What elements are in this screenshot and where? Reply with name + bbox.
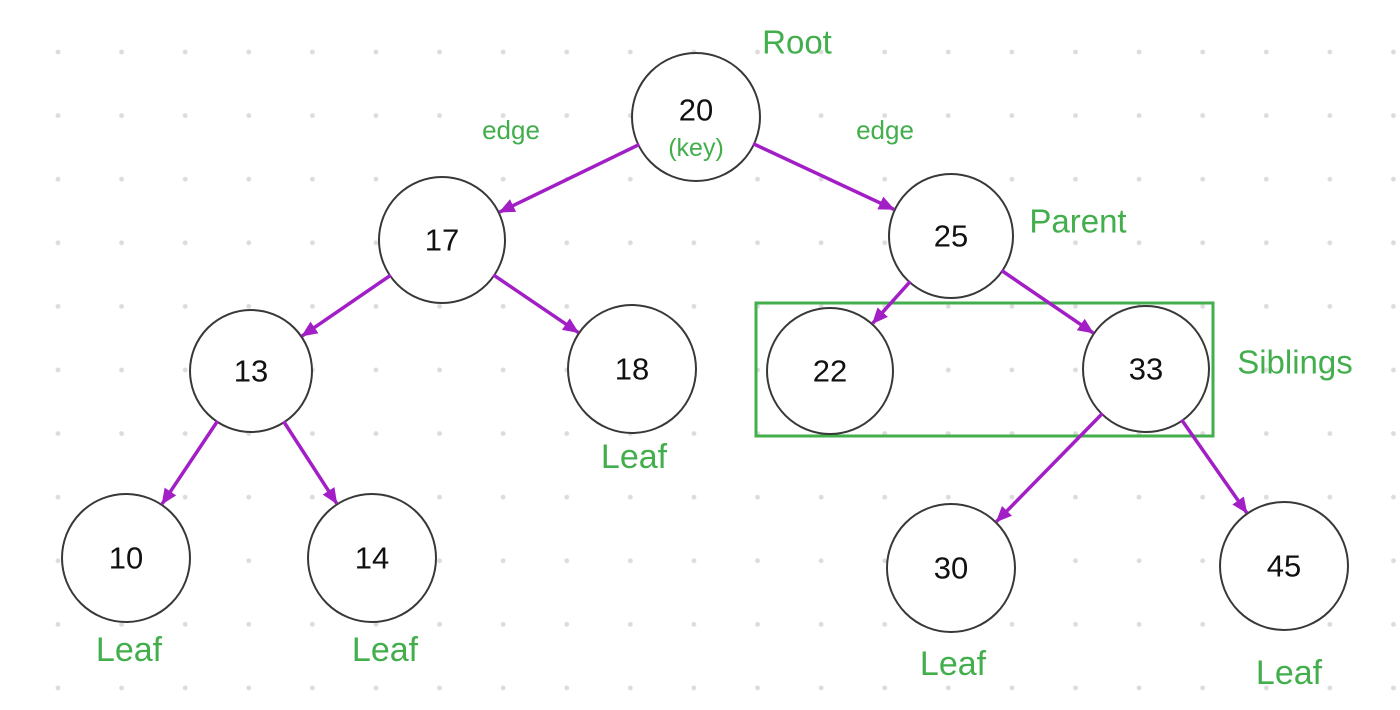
node-value-20: 20	[679, 93, 713, 128]
leaf-label-14: Leaf	[352, 631, 419, 669]
node-value-25: 25	[934, 219, 968, 254]
node-circle-10	[61, 493, 191, 623]
tree-node-45: 45	[1219, 501, 1349, 631]
node-circle-17	[378, 176, 506, 304]
node-circle-20	[631, 52, 761, 182]
tree-edge-17-13	[301, 273, 392, 338]
tree-edge-20-17	[498, 142, 641, 214]
node-circle-18	[567, 304, 697, 434]
tree-edge-13-14	[282, 420, 339, 505]
leaf-label-10: Leaf	[96, 631, 163, 669]
tree-node-25: 25	[888, 173, 1014, 299]
node-circle-33	[1082, 305, 1210, 433]
leaf-label-18: Leaf	[601, 438, 668, 476]
node-value-10: 10	[109, 541, 143, 576]
parent-label: Parent	[1029, 203, 1126, 240]
node-circle-13	[189, 309, 313, 433]
tree-edge-20-25	[752, 142, 895, 211]
node-value-22: 22	[813, 354, 847, 389]
tree-node-17: 17	[378, 176, 506, 304]
tree-node-18: 18	[567, 304, 697, 434]
node-value-33: 33	[1129, 352, 1163, 387]
edge-label-right: edge	[856, 115, 914, 145]
node-value-18: 18	[615, 352, 649, 387]
tree-node-30: 30	[886, 503, 1016, 633]
node-circle-30	[886, 503, 1016, 633]
siblings-label: Siblings	[1237, 344, 1353, 381]
node-value-45: 45	[1267, 549, 1301, 584]
tree-node-33: 33	[1082, 305, 1210, 433]
tree-node-13: 13	[189, 309, 313, 433]
tree-node-10: 10	[61, 493, 191, 623]
tree-edge-13-10	[160, 419, 220, 505]
node-value-13: 13	[234, 354, 268, 389]
tree-node-22: 22	[766, 307, 894, 435]
siblings-box	[754, 301, 1215, 438]
edge-label-left: edge	[482, 115, 540, 145]
node-circle-25	[888, 173, 1014, 299]
root-label: Root	[762, 24, 832, 61]
tree-node-14: 14	[307, 493, 437, 623]
node-value-17: 17	[425, 223, 459, 258]
node-value-30: 30	[934, 551, 968, 586]
leaf-label-30: Leaf	[920, 645, 987, 683]
node-sublabel-20: (key)	[668, 134, 724, 162]
node-circle-22	[766, 307, 894, 435]
node-circle-45	[1219, 501, 1349, 631]
tree-edge-25-22	[871, 280, 912, 325]
tree-edge-33-30	[995, 412, 1104, 523]
tree-edge-33-45	[1180, 418, 1249, 514]
node-circle-14	[307, 493, 437, 623]
node-value-14: 14	[355, 541, 389, 576]
tree-edge-17-18	[492, 273, 580, 334]
tree-edge-25-33	[1000, 268, 1095, 335]
tree-node-20: 20 (key)	[631, 52, 761, 182]
leaf-label-45: Leaf	[1256, 654, 1323, 692]
